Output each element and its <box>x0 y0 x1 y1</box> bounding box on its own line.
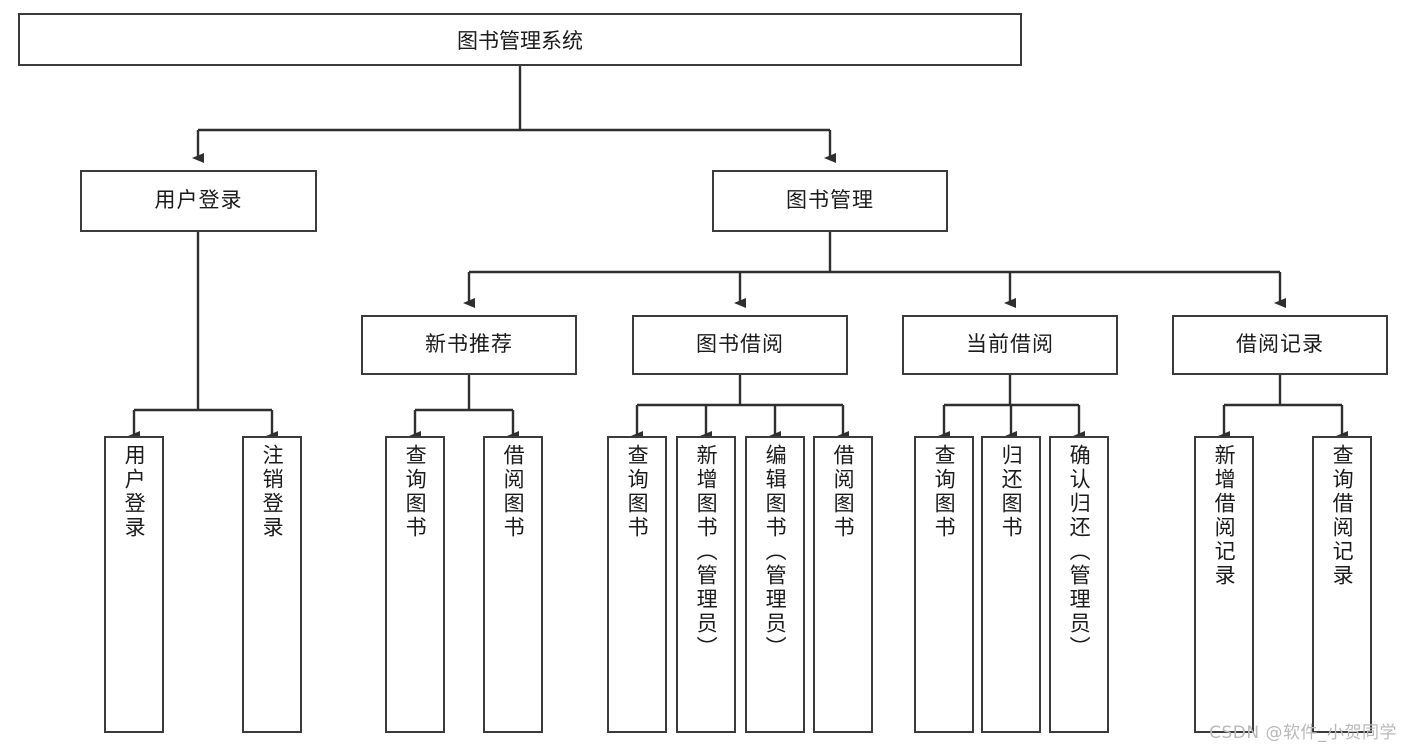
node-book-borrow[interactable]: 图书借阅 <box>632 315 848 375</box>
node-book-management[interactable]: 图书管理 <box>712 170 948 232</box>
node-label: 图书管理 <box>786 188 874 213</box>
node-label: 新书推荐 <box>425 332 513 357</box>
node-label: 当前借阅 <box>966 332 1054 357</box>
node-label: 借阅图书 <box>501 444 526 540</box>
leaf-add-book[interactable]: 新增图书（管理员） <box>676 436 736 733</box>
node-label: 借阅记录 <box>1236 332 1324 357</box>
node-label: 查询图书 <box>932 444 957 540</box>
node-label: 注销登录 <box>260 444 285 540</box>
node-label: 查询图书 <box>625 444 650 540</box>
leaf-user-login[interactable]: 用户登录 <box>104 436 164 733</box>
leaf-confirm-return[interactable]: 确认归还（管理员） <box>1049 436 1109 733</box>
node-label: 新增借阅记录 <box>1212 444 1237 588</box>
leaf-borrow-book-1[interactable]: 借阅图书 <box>483 436 543 733</box>
leaf-logout-login[interactable]: 注销登录 <box>242 436 302 733</box>
node-label: 归还图书 <box>999 444 1024 540</box>
leaf-return-book[interactable]: 归还图书 <box>981 436 1041 733</box>
node-current-borrow[interactable]: 当前借阅 <box>902 315 1118 375</box>
node-user-login[interactable]: 用户登录 <box>80 170 317 232</box>
node-label: 编辑图书（管理员） <box>763 444 788 660</box>
leaf-borrow-book-2[interactable]: 借阅图书 <box>813 436 873 733</box>
node-root-book-management-system[interactable]: 图书管理系统 <box>18 13 1022 66</box>
node-new-book-recommend[interactable]: 新书推荐 <box>361 315 577 375</box>
leaf-query-book-2[interactable]: 查询图书 <box>607 436 667 733</box>
node-label: 用户登录 <box>122 444 147 540</box>
node-label: 新增图书（管理员） <box>694 444 719 660</box>
node-label: 查询借阅记录 <box>1330 444 1355 588</box>
leaf-query-book-3[interactable]: 查询图书 <box>914 436 974 733</box>
leaf-query-record[interactable]: 查询借阅记录 <box>1312 436 1372 733</box>
leaf-edit-book[interactable]: 编辑图书（管理员） <box>745 436 805 733</box>
node-label: 图书管理系统 <box>457 28 583 53</box>
node-label: 用户登录 <box>154 188 243 213</box>
node-label: 查询图书 <box>403 444 428 540</box>
node-label: 图书借阅 <box>696 332 784 357</box>
leaf-query-book-1[interactable]: 查询图书 <box>385 436 445 733</box>
node-label: 确认归还（管理员） <box>1067 444 1092 660</box>
node-label: 借阅图书 <box>831 444 856 540</box>
leaf-add-record[interactable]: 新增借阅记录 <box>1194 436 1254 733</box>
node-borrow-record[interactable]: 借阅记录 <box>1172 315 1388 375</box>
csdn-watermark: CSDN @软件_小贺同学 <box>1209 723 1397 743</box>
